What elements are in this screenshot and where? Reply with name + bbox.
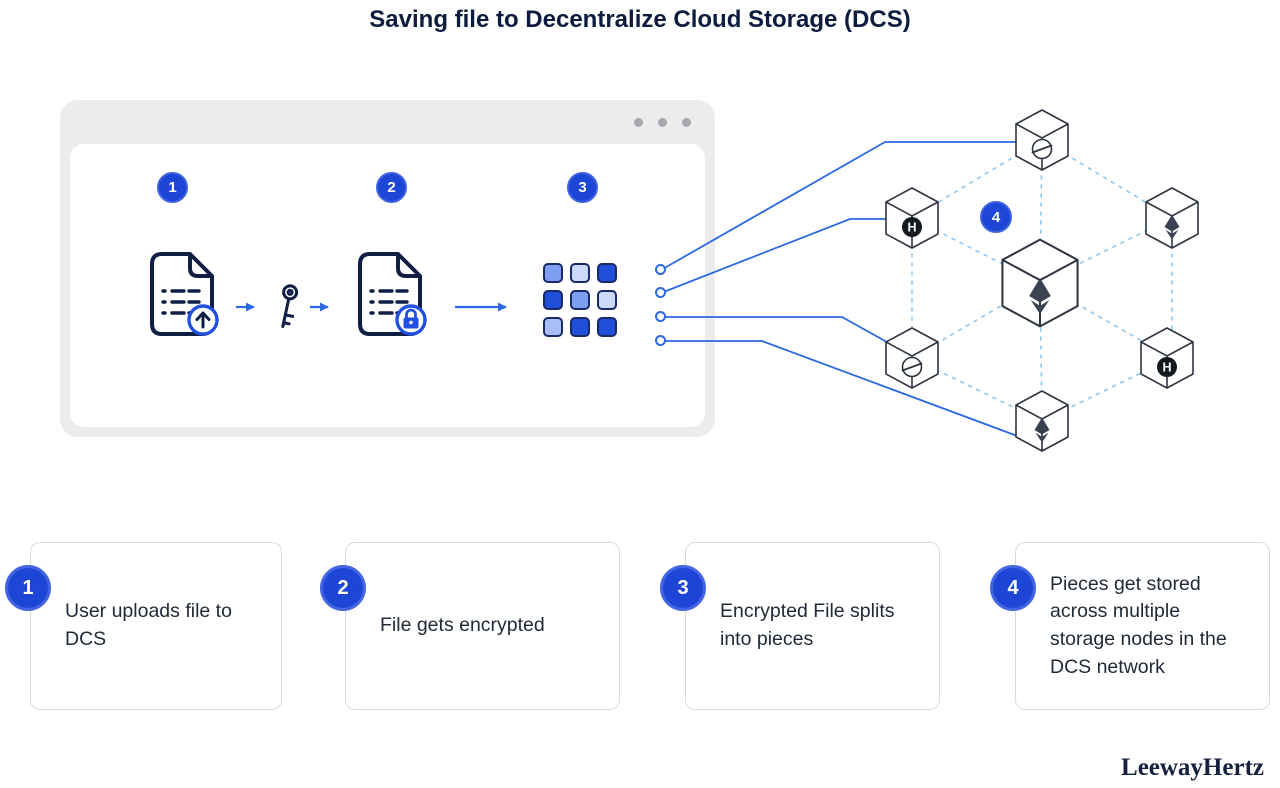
- stellar-icon: [1031, 138, 1053, 160]
- step-card-text: User uploads file to DCS: [65, 600, 232, 650]
- step-4-badge: 4: [980, 201, 1012, 233]
- file-piece: [543, 317, 563, 337]
- file-upload-icon: [150, 252, 219, 336]
- step-card-text: Pieces get stored across multiple storag…: [1050, 572, 1227, 678]
- encrypted-file-icon: [358, 252, 427, 336]
- connector-dot: [655, 335, 666, 346]
- step-card: 2 File gets encrypted: [320, 542, 620, 710]
- hedera-icon: H: [1157, 357, 1177, 377]
- storage-node-hedera: H: [1140, 327, 1194, 389]
- window-dot: [682, 118, 691, 127]
- storage-node-ethereum: [1001, 238, 1079, 328]
- storage-node-ethereum: [1015, 390, 1069, 452]
- file-pieces-grid: [543, 263, 617, 337]
- file-piece: [543, 263, 563, 283]
- encryption-key-icon: [281, 284, 299, 329]
- file-piece: [543, 290, 563, 310]
- storage-node-ethereum: [1145, 187, 1199, 249]
- storage-node-stellar: [885, 327, 939, 389]
- file-piece: [570, 263, 590, 283]
- step-2-badge: 2: [376, 172, 407, 203]
- step-3-badge: 3: [567, 172, 598, 203]
- upload-arrow-icon: [195, 311, 211, 329]
- file-piece: [570, 290, 590, 310]
- step-number-badge: 3: [660, 565, 706, 611]
- step-number-badge: 1: [5, 565, 51, 611]
- storage-node-stellar: [1015, 109, 1069, 171]
- window-dot: [634, 118, 643, 127]
- step-card-text: Encrypted File splits into pieces: [720, 600, 895, 650]
- window-controls: [634, 118, 691, 127]
- step-number-badge: 2: [320, 565, 366, 611]
- connector-dot: [655, 311, 666, 322]
- file-piece: [597, 263, 617, 283]
- hedera-icon: H: [902, 217, 922, 237]
- piece-to-node-links: [660, 141, 1043, 438]
- file-piece: [597, 290, 617, 310]
- connector-dot: [655, 264, 666, 275]
- hedera-letter: H: [907, 221, 916, 235]
- connector-dot: [655, 287, 666, 298]
- page-title: Saving file to Decentralize Cloud Storag…: [369, 6, 911, 33]
- brand-logo: LeewayHertz: [1121, 754, 1264, 781]
- step-card: 1 User uploads file to DCS: [5, 542, 282, 710]
- storage-node-hedera: H: [885, 187, 939, 249]
- lock-icon: [403, 308, 419, 329]
- window-dot: [658, 118, 667, 127]
- step-card: 3 Encrypted File splits into pieces: [660, 542, 940, 710]
- step-number-badge: 4: [990, 565, 1036, 611]
- file-piece: [597, 317, 617, 337]
- hedera-letter: H: [1162, 361, 1171, 375]
- file-piece: [570, 317, 590, 337]
- step-card-text: File gets encrypted: [380, 614, 545, 637]
- step-1-badge: 1: [157, 172, 188, 203]
- stellar-icon: [901, 356, 923, 378]
- step-card: 4 Pieces get stored across multiple stor…: [990, 542, 1270, 710]
